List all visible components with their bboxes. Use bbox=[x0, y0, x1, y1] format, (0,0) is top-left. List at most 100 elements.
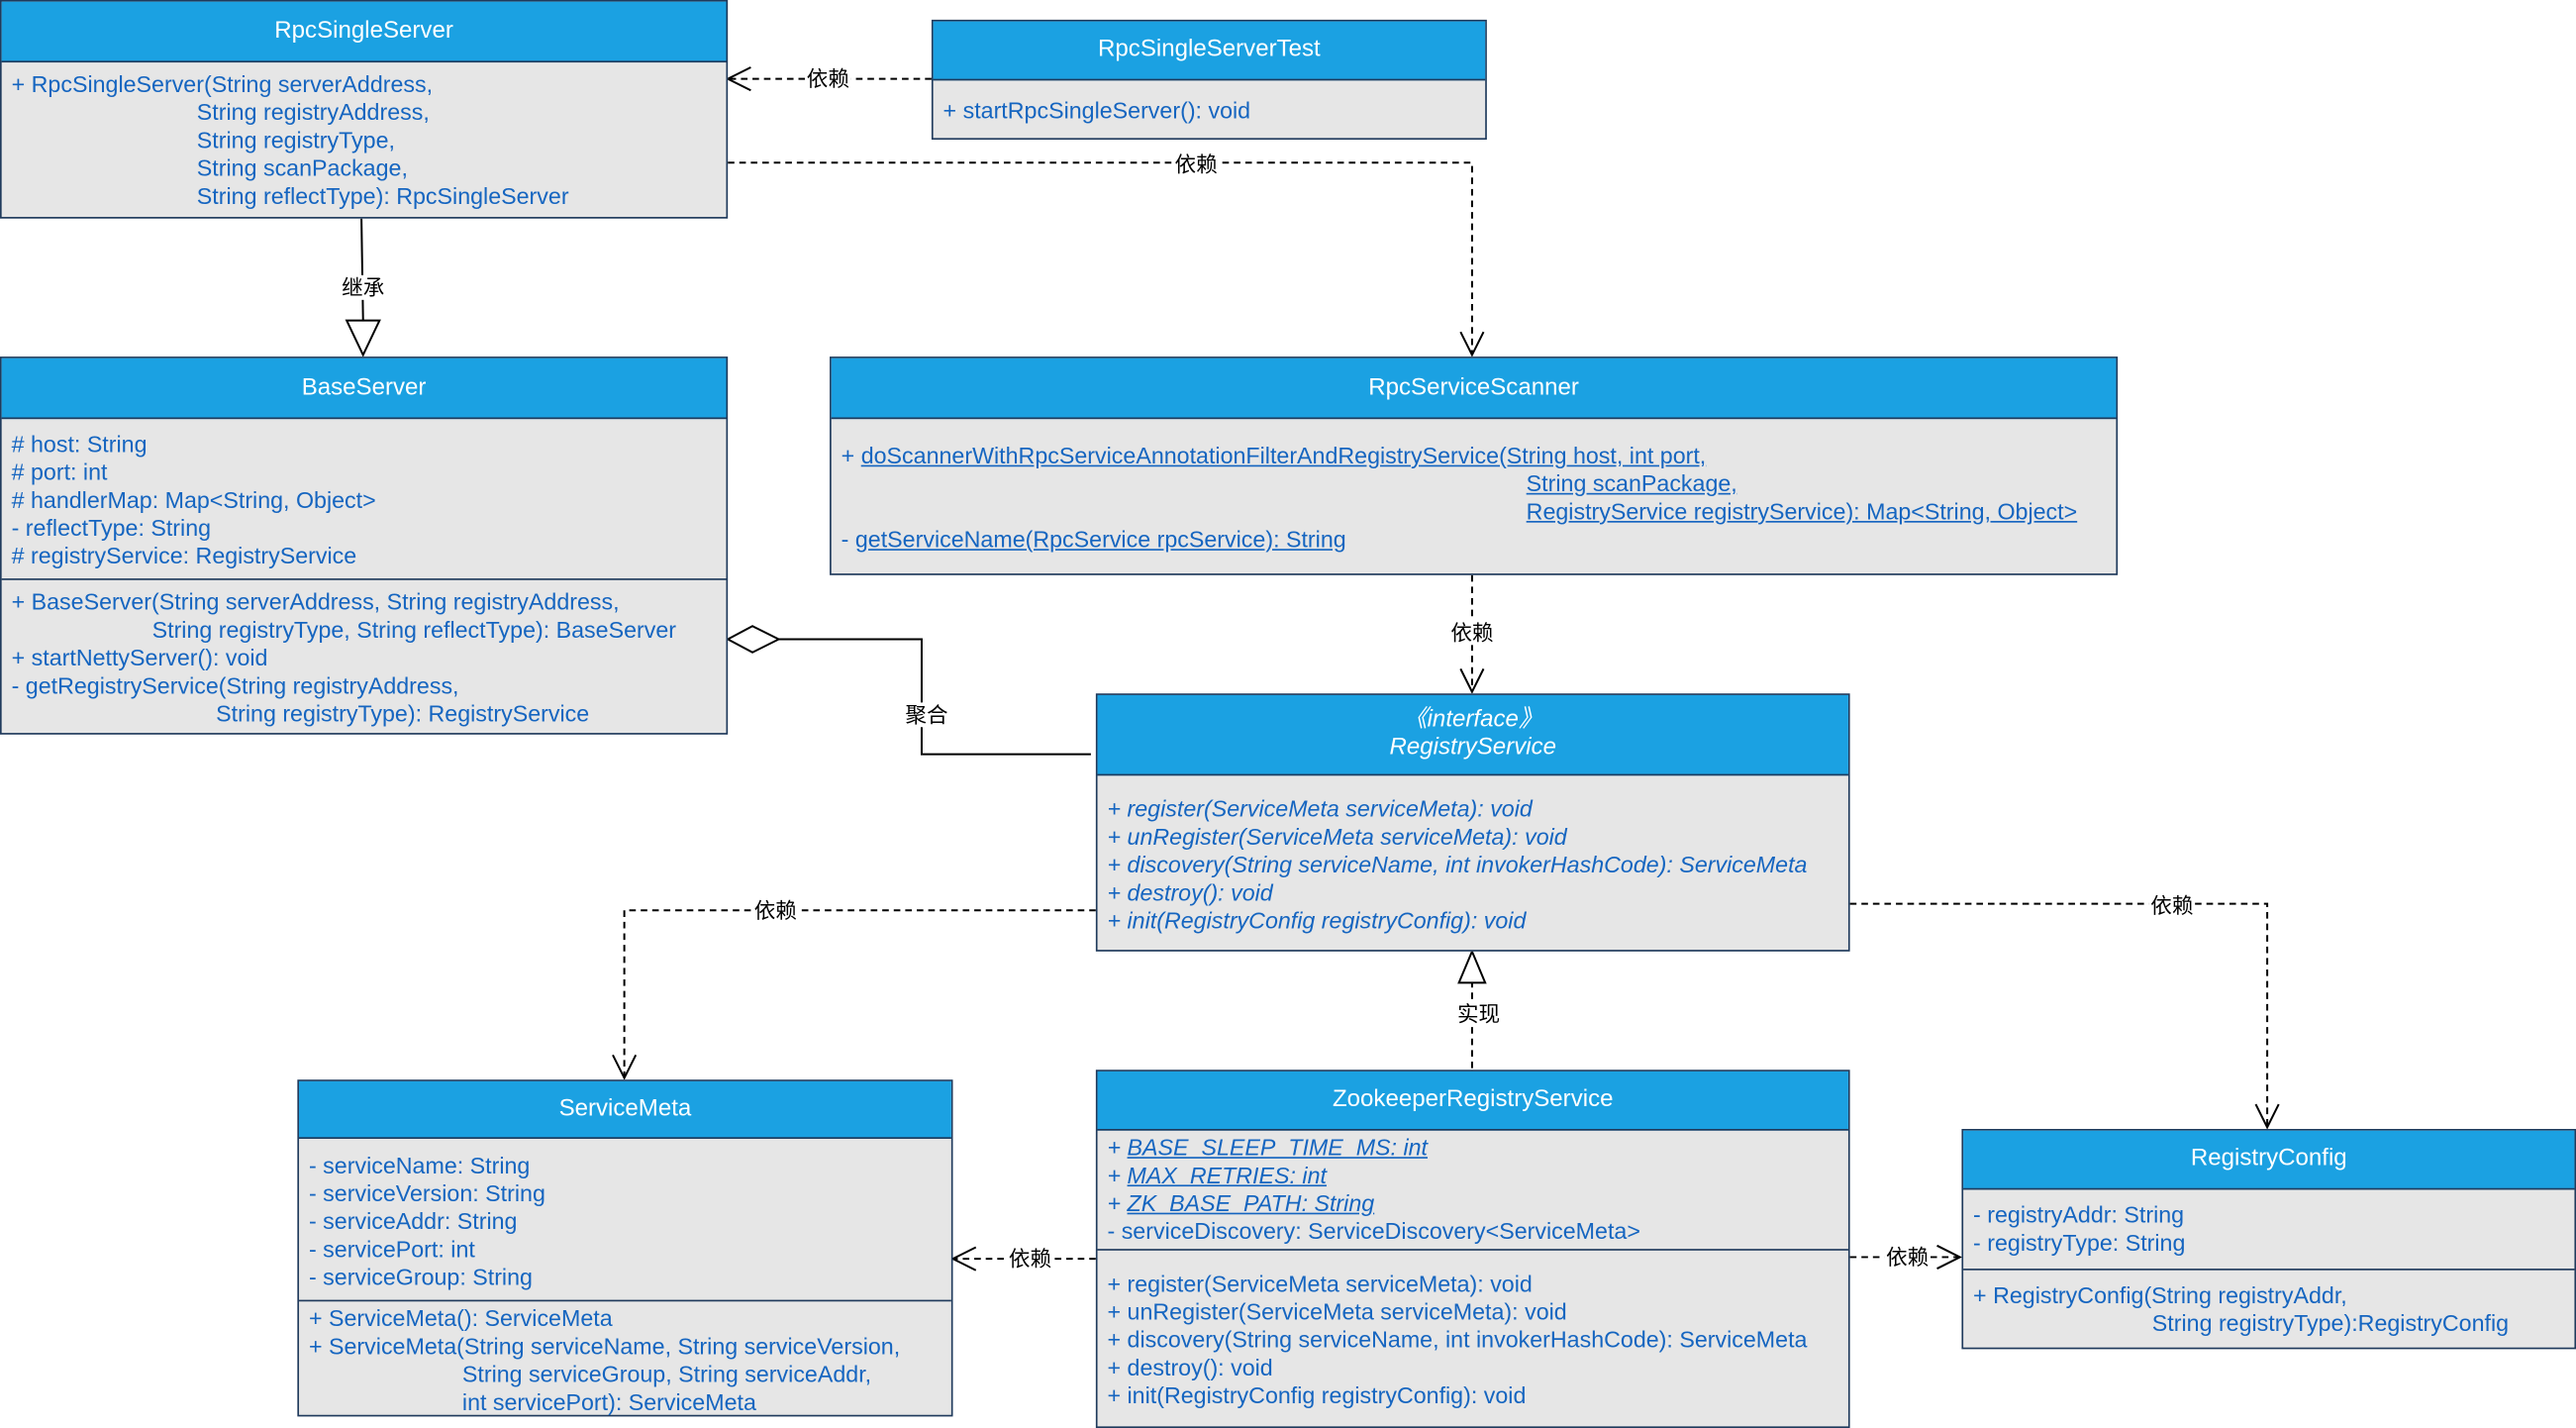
method-line: String registryType): RegistryService bbox=[11, 699, 590, 727]
class-name: RegistryService bbox=[1389, 734, 1556, 762]
method-line: String registryType, String reflectType)… bbox=[11, 616, 677, 643]
method-line: + destroy(): void bbox=[1107, 878, 1273, 906]
attribute-line: # handlerMap: Map<String, Object> bbox=[11, 486, 376, 513]
method-line: + register(ServiceMeta serviceMeta): voi… bbox=[1107, 795, 1533, 822]
method-line: + unRegister(ServiceMeta serviceMeta): v… bbox=[1107, 1297, 1567, 1325]
method-line: + register(ServiceMeta serviceMeta): voi… bbox=[1107, 1270, 1533, 1297]
methods-section: + doScannerWithRpcServiceAnnotationFilte… bbox=[832, 419, 2117, 554]
method-line: String reflectType): RpcSingleServer bbox=[11, 182, 569, 209]
attribute-line: # host: String bbox=[11, 430, 148, 458]
method-line: + discovery(String serviceName, int invo… bbox=[1107, 851, 1808, 878]
relation-label-aggregation: 聚合 bbox=[903, 702, 950, 728]
generalization-single-server-to-base bbox=[360, 218, 364, 321]
relation-label-scanner-registry-dependency: 依赖 bbox=[1448, 620, 1496, 646]
attribute-line: - serviceGroup: String bbox=[308, 1264, 533, 1290]
method-name: getServiceName(RpcService rpcService): S… bbox=[854, 526, 1346, 553]
visibility-marker: + bbox=[841, 442, 861, 468]
method-line: String serviceGroup, String serviceAddr, bbox=[308, 1360, 872, 1387]
realization-arrowhead bbox=[1457, 949, 1487, 984]
method-continuation: RegistryService registryService): Map<St… bbox=[1526, 497, 2078, 525]
generalization-arrowhead bbox=[345, 319, 381, 357]
aggregation-diamond bbox=[726, 625, 781, 654]
attributes-section: - serviceName: String - serviceVersion: … bbox=[299, 1139, 951, 1300]
attribute-line: - serviceName: String bbox=[308, 1152, 531, 1178]
method-line: String registryAddress, bbox=[11, 98, 430, 126]
attributes-section: # host: String # port: int # handlerMap:… bbox=[2, 419, 727, 578]
visibility-marker: + bbox=[1107, 1133, 1128, 1161]
class-name: BaseServer bbox=[1, 357, 727, 420]
attributes-section: + BASE_SLEEP_TIME_MS: int + MAX_RETRIES:… bbox=[1098, 1131, 1848, 1249]
attribute-line: + ZK_BASE_PATH: String bbox=[1108, 1189, 1838, 1217]
method-line: + ServiceMeta(String serviceName, String… bbox=[308, 1332, 901, 1360]
attribute-line: - reflectType: String bbox=[11, 514, 212, 541]
relation-label-registry-service-meta-dependency: 依赖 bbox=[752, 897, 799, 923]
method-line: + RegistryConfig(String registryAddr, bbox=[1973, 1281, 2347, 1308]
method-line: + destroy(): void bbox=[1107, 1354, 1273, 1380]
methods-section: + BaseServer(String serverAddress, Strin… bbox=[1, 578, 727, 728]
class-zookeeper-registry-service[interactable]: ZookeeperRegistryService + BASE_SLEEP_TI… bbox=[1095, 1070, 1850, 1428]
method-line: + unRegister(ServiceMeta serviceMeta): v… bbox=[1107, 823, 1567, 850]
method-line: RegistryService registryService): Map<St… bbox=[842, 498, 2107, 526]
methods-section: + RegistryConfig(String registryAddr, St… bbox=[1963, 1269, 2575, 1338]
static-attribute: BASE_SLEEP_TIME_MS: int bbox=[1127, 1133, 1429, 1161]
static-attribute: ZK_BASE_PATH: String bbox=[1127, 1189, 1375, 1216]
interface-registry-service[interactable]: 《interface》 RegistryService + register(S… bbox=[1095, 693, 1850, 952]
aggregation-base-to-registry bbox=[778, 638, 1091, 756]
attribute-line: # port: int bbox=[11, 458, 108, 485]
method-line: + ServiceMeta(): ServiceMeta bbox=[308, 1304, 613, 1332]
attribute-line: - serviceDiscovery: ServiceDiscovery<Ser… bbox=[1107, 1217, 1640, 1245]
class-name: RegistryConfig bbox=[1963, 1130, 2575, 1190]
relation-label-inheritance: 继承 bbox=[340, 274, 386, 300]
attribute-line: + MAX_RETRIES: int bbox=[1108, 1162, 1838, 1189]
method-line: + init(RegistryConfig registryConfig): v… bbox=[1107, 1381, 1527, 1409]
method-line: + startRpcSingleServer(): void bbox=[942, 96, 1251, 124]
method-line: int servicePort): ServiceMeta bbox=[308, 1388, 756, 1415]
method-line: String scanPackage, bbox=[842, 470, 2107, 498]
attribute-line: - registryType: String bbox=[1973, 1229, 2186, 1256]
method-name: doScannerWithRpcServiceAnnotationFilterA… bbox=[860, 442, 1707, 468]
class-base-server[interactable]: BaseServer # host: String # port: int # … bbox=[0, 357, 729, 735]
methods-section: + startRpcSingleServer(): void bbox=[934, 80, 1486, 125]
visibility-marker: + bbox=[1107, 1162, 1128, 1188]
methods-section: + ServiceMeta(): ServiceMeta + ServiceMe… bbox=[299, 1299, 951, 1417]
attribute-line: # registryService: RegistryService bbox=[11, 542, 357, 569]
class-registry-config[interactable]: RegistryConfig - registryAddr: String - … bbox=[1961, 1129, 2576, 1350]
attribute-line: - registryAddr: String bbox=[1973, 1201, 2185, 1228]
methods-section: + register(ServiceMeta serviceMeta): voi… bbox=[1097, 1249, 1848, 1410]
dependency-registry-to-registry-config bbox=[1849, 902, 2280, 1130]
method-line: String scanPackage, bbox=[11, 153, 408, 181]
attribute-line: - servicePort: int bbox=[308, 1235, 475, 1263]
methods-section: + RpcSingleServer(String serverAddress, … bbox=[2, 62, 727, 210]
relation-label-zookeeper-registry-config-dependency: 依赖 bbox=[1884, 1244, 1931, 1270]
relation-label-test-dependency: 依赖 bbox=[805, 66, 851, 92]
class-service-meta[interactable]: ServiceMeta - serviceName: String - serv… bbox=[297, 1079, 953, 1417]
attribute-line: - serviceVersion: String bbox=[308, 1179, 545, 1206]
method-line: + init(RegistryConfig registryConfig): v… bbox=[1107, 906, 1527, 934]
method-line: + doScannerWithRpcServiceAnnotationFilte… bbox=[842, 442, 2107, 469]
class-rpc-single-server-test[interactable]: RpcSingleServerTest + startRpcSingleServ… bbox=[931, 19, 1487, 141]
relation-label-scanner-dependency: 依赖 bbox=[1172, 152, 1220, 177]
class-name: RpcServiceScanner bbox=[831, 357, 2117, 420]
method-line: String registryType, bbox=[11, 126, 395, 153]
attribute-line: + BASE_SLEEP_TIME_MS: int bbox=[1108, 1134, 1838, 1162]
method-line: - getServiceName(RpcService rpcService):… bbox=[842, 526, 2107, 554]
method-line: + discovery(String serviceName, int invo… bbox=[1107, 1326, 1808, 1353]
method-continuation: String scanPackage, bbox=[1526, 469, 1737, 497]
class-name: RpcSingleServerTest bbox=[933, 21, 1486, 81]
attribute-line: - serviceAddr: String bbox=[308, 1207, 518, 1235]
method-line: + BaseServer(String serverAddress, Strin… bbox=[11, 588, 620, 615]
stereotype-label: 《interface》 bbox=[1403, 706, 1542, 734]
relation-label-registry-config-dependency: 依赖 bbox=[2148, 892, 2196, 918]
class-header: 《interface》 RegistryService bbox=[1097, 694, 1848, 776]
method-line: + startNettyServer(): void bbox=[11, 644, 268, 671]
class-name: ServiceMeta bbox=[299, 1080, 951, 1139]
class-rpc-single-server[interactable]: RpcSingleServer + RpcSingleServer(String… bbox=[0, 0, 729, 219]
attributes-section: - registryAddr: String - registryType: S… bbox=[1963, 1189, 2574, 1269]
relation-label-zookeeper-service-meta-dependency: 依赖 bbox=[1007, 1246, 1053, 1272]
dependency-registry-to-service-meta bbox=[612, 909, 1096, 1080]
class-rpc-service-scanner[interactable]: RpcServiceScanner + doScannerWithRpcServ… bbox=[830, 357, 2119, 575]
visibility-marker: - bbox=[841, 526, 855, 553]
relation-label-realization: 实现 bbox=[1455, 1001, 1502, 1027]
